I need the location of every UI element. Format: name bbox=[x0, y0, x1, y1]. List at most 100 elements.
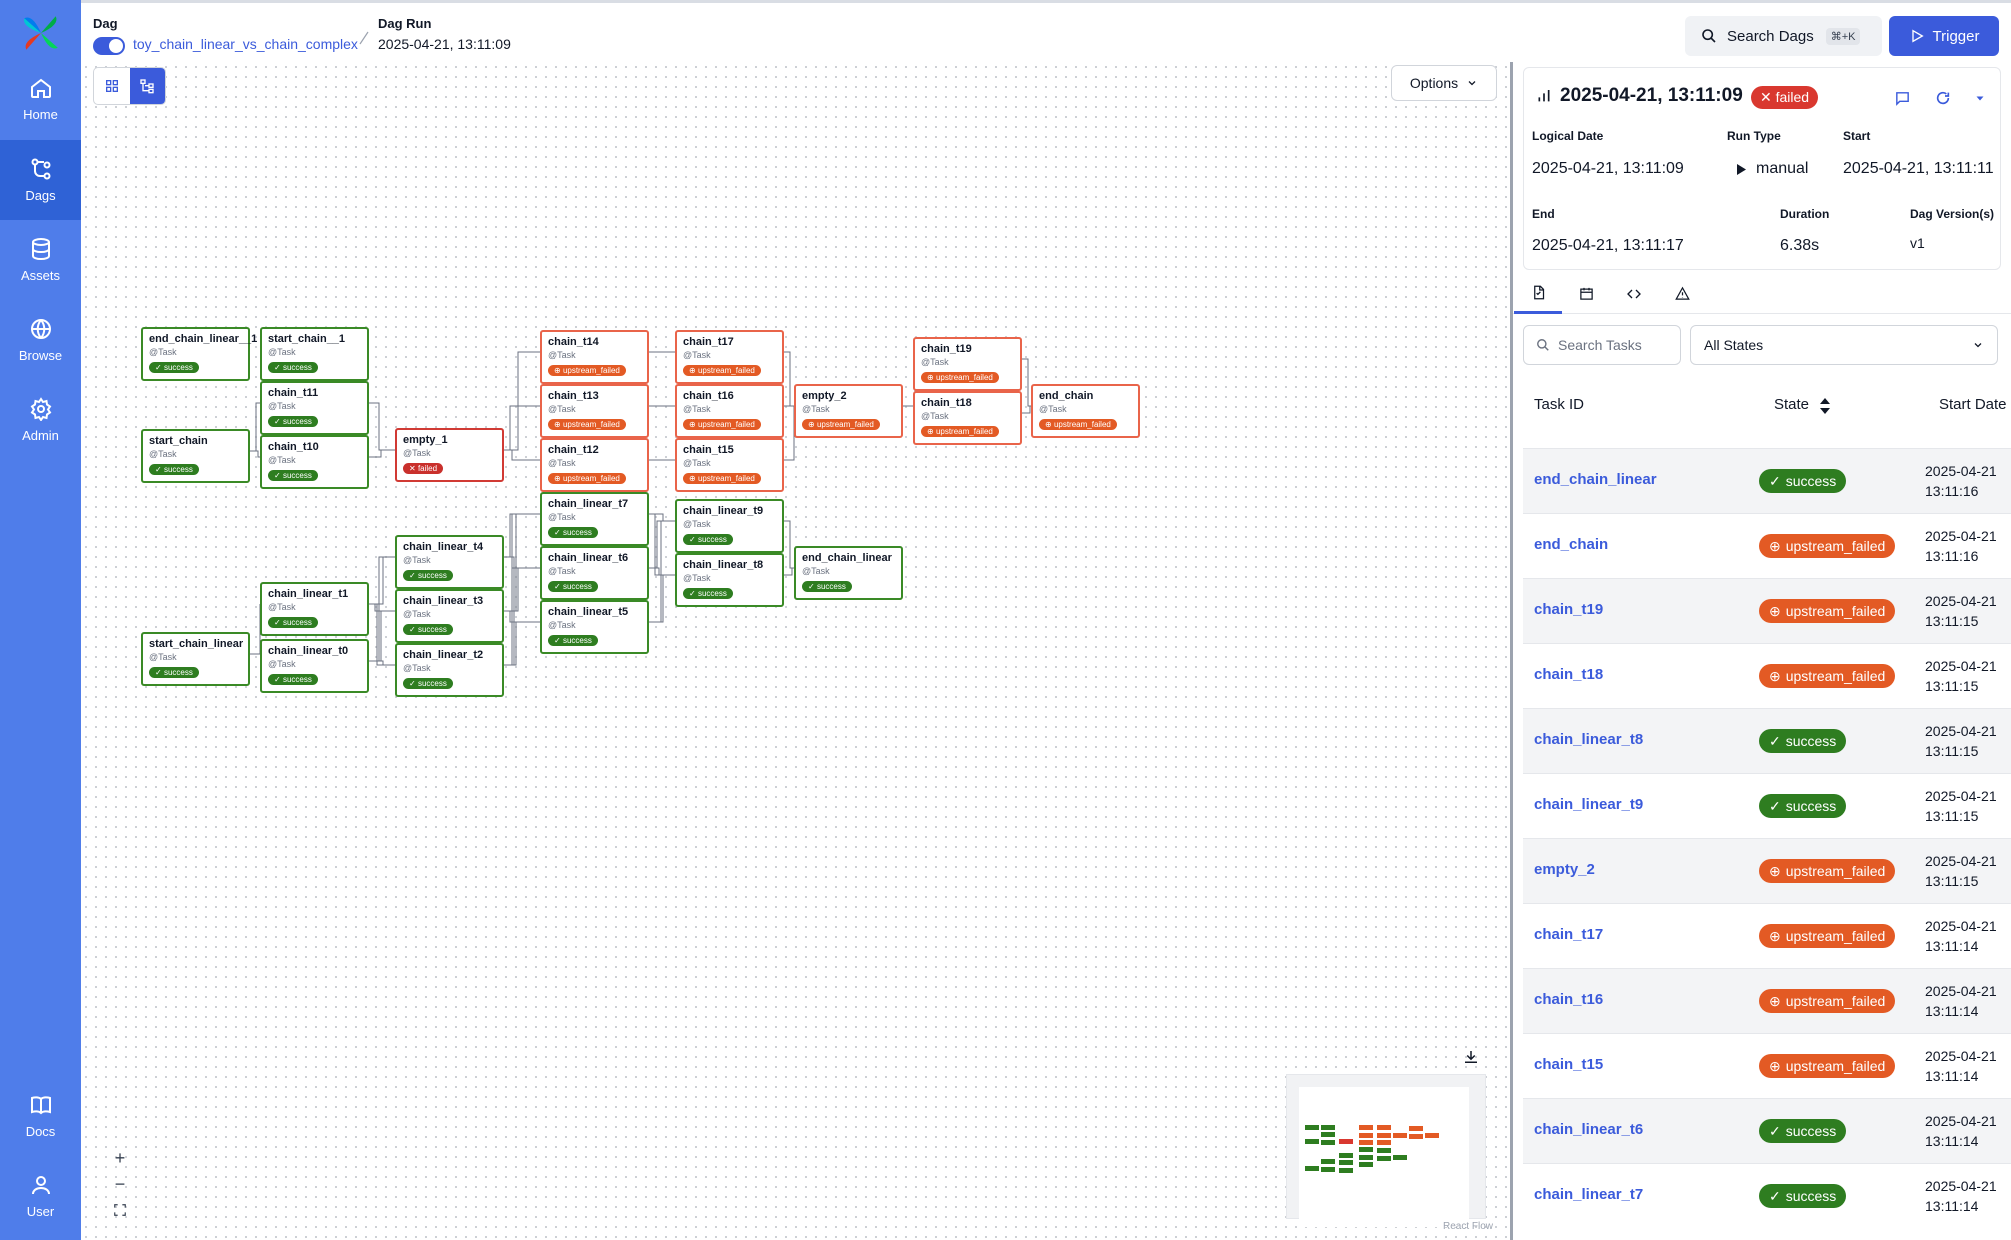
graph-node-start-chain[interactable]: start_chain@Task✓ success bbox=[141, 429, 250, 483]
sidebar-item-browse[interactable]: Browse bbox=[0, 300, 81, 380]
graph-node-chain-linear-t6[interactable]: chain_linear_t6@Task✓ success bbox=[540, 546, 649, 600]
graph-node-name: empty_2 bbox=[802, 390, 847, 402]
calendar-icon bbox=[1579, 287, 1593, 300]
task-id-link[interactable]: chain_linear_t8 bbox=[1534, 731, 1644, 748]
column-header-state[interactable]: State bbox=[1774, 396, 1810, 413]
sidebar-item-home[interactable]: Home bbox=[0, 59, 81, 139]
graph-node-chain-linear-t5[interactable]: chain_linear_t5@Task✓ success bbox=[540, 600, 649, 654]
graph-node-end-chain[interactable]: end_chain@Task⊕ upstream_failed bbox=[1031, 384, 1140, 438]
download-icon[interactable] bbox=[1462, 1048, 1480, 1066]
graph-node-chain-linear-t4[interactable]: chain_linear_t4@Task✓ success bbox=[395, 535, 504, 589]
grid-view-button[interactable] bbox=[94, 68, 130, 104]
graph-view-button[interactable] bbox=[129, 68, 165, 104]
task-id-link[interactable]: chain_linear_t6 bbox=[1534, 1121, 1644, 1138]
graph-node-state-label: success bbox=[163, 363, 193, 372]
search-dags-button[interactable]: Search Dags ⌘+K bbox=[1685, 16, 1882, 56]
graph-edge bbox=[369, 603, 395, 666]
zoom-out-button[interactable]: − bbox=[108, 1172, 132, 1196]
sort-icon[interactable] bbox=[1819, 398, 1831, 414]
graph-node-chain-t10[interactable]: chain_t10@Task✓ success bbox=[260, 435, 369, 489]
react-flow-attribution[interactable]: React Flow bbox=[1443, 1221, 1494, 1232]
upstream-failed-icon: ⊕ bbox=[1769, 602, 1781, 619]
fit-view-button[interactable] bbox=[108, 1198, 132, 1222]
task-id-link[interactable]: end_chain bbox=[1534, 536, 1609, 553]
graph-node-chain-linear-t8[interactable]: chain_linear_t8@Task✓ success bbox=[675, 553, 784, 607]
graph-node-name: chain_t17 bbox=[683, 336, 734, 348]
graph-node-type: @Task bbox=[403, 609, 431, 619]
graph-node-chain-t14[interactable]: chain_t14@Task⊕ upstream_failed bbox=[540, 330, 649, 384]
state-filter-select[interactable]: All States bbox=[1690, 325, 1998, 365]
task-start-date-time: 13:11:14 bbox=[1925, 1003, 1979, 1019]
plus-icon: + bbox=[114, 1147, 126, 1168]
graph-node-chain-t12[interactable]: chain_t12@Task⊕ upstream_failed bbox=[540, 438, 649, 492]
graph-node-state-label: success bbox=[562, 582, 592, 591]
graph-node-chain-linear-t0[interactable]: chain_linear_t0@Task✓ success bbox=[260, 639, 369, 693]
graph-node-name: chain_linear_t6 bbox=[548, 552, 629, 564]
graph-node-state-badge: ✓ success bbox=[149, 362, 199, 373]
comment-icon[interactable] bbox=[1894, 90, 1911, 107]
task-id-link[interactable]: chain_t19 bbox=[1534, 601, 1604, 618]
graph-node-state-label: success bbox=[417, 625, 447, 634]
task-id-link[interactable]: chain_linear_t9 bbox=[1534, 796, 1644, 813]
task-id-link[interactable]: empty_2 bbox=[1534, 861, 1595, 878]
trigger-button[interactable]: Trigger bbox=[1889, 16, 1999, 56]
graph-node-empty-1[interactable]: empty_1@Task✕ failed bbox=[395, 428, 504, 482]
task-id-link[interactable]: chain_linear_t7 bbox=[1534, 1186, 1644, 1203]
task-id-link[interactable]: chain_t17 bbox=[1534, 926, 1604, 943]
chevron-down-icon[interactable] bbox=[1974, 92, 1986, 104]
task-id-link[interactable]: chain_t15 bbox=[1534, 1056, 1604, 1073]
graph-node-chain-t17[interactable]: chain_t17@Task⊕ upstream_failed bbox=[675, 330, 784, 384]
graph-node-chain-t11[interactable]: chain_t11@Task✓ success bbox=[260, 381, 369, 435]
sidebar-item-dags[interactable]: Dags bbox=[0, 140, 81, 220]
sidebar-item-admin[interactable]: Admin bbox=[0, 380, 81, 460]
check-icon: ✓ bbox=[1769, 1122, 1781, 1139]
minimap-node bbox=[1305, 1166, 1319, 1172]
graph-node-state-badge: ⊕ upstream_failed bbox=[683, 419, 761, 430]
graph-canvas[interactable]: Options end_chain_linear__1@Task✓ succes… bbox=[81, 62, 1510, 1240]
graph-node-name: end_chain bbox=[1039, 390, 1094, 402]
graph-node-end-chain-linear--1[interactable]: end_chain_linear__1@Task✓ success bbox=[141, 327, 257, 381]
graph-node-chain-linear-t9[interactable]: chain_linear_t9@Task✓ success bbox=[675, 499, 784, 553]
dag-pause-toggle[interactable] bbox=[93, 37, 125, 55]
sidebar-item-docs[interactable]: Docs bbox=[0, 1076, 81, 1156]
airflow-logo-icon[interactable] bbox=[20, 12, 62, 54]
graph-node-empty-2[interactable]: empty_2@Task⊕ upstream_failed bbox=[794, 384, 903, 438]
graph-node-chain-t13[interactable]: chain_t13@Task⊕ upstream_failed bbox=[540, 384, 649, 438]
minimap-node bbox=[1321, 1125, 1336, 1130]
graph-node-chain-t15[interactable]: chain_t15@Task⊕ upstream_failed bbox=[675, 438, 784, 492]
task-id-link[interactable]: end_chain_linear bbox=[1534, 471, 1657, 488]
options-button[interactable]: Options bbox=[1391, 65, 1497, 101]
refresh-icon[interactable] bbox=[1935, 90, 1951, 106]
graph-edge bbox=[504, 351, 540, 451]
minimap[interactable] bbox=[1286, 1074, 1486, 1227]
column-header-start-date[interactable]: Start Date bbox=[1939, 396, 2007, 413]
graph-node-chain-linear-t3[interactable]: chain_linear_t3@Task✓ success bbox=[395, 589, 504, 643]
task-id-link[interactable]: chain_t16 bbox=[1534, 991, 1604, 1008]
graph-node-chain-t19[interactable]: chain_t19@Task⊕ upstream_failed bbox=[913, 337, 1022, 391]
user-icon bbox=[31, 1176, 50, 1195]
tab-task-instances[interactable] bbox=[1514, 273, 1562, 314]
graph-node-chain-linear-t7[interactable]: chain_linear_t7@Task✓ success bbox=[540, 492, 649, 546]
zoom-in-button[interactable]: + bbox=[108, 1146, 132, 1170]
task-id-link[interactable]: chain_t18 bbox=[1534, 666, 1604, 683]
sidebar-item-user[interactable]: User bbox=[0, 1156, 81, 1236]
graph-node-end-chain-linear[interactable]: end_chain_linear@Task✓ success bbox=[794, 546, 903, 600]
task-start-date-time: 13:11:16 bbox=[1925, 548, 1979, 564]
graph-node-chain-linear-t1[interactable]: chain_linear_t1@Task✓ success bbox=[260, 582, 369, 636]
column-header-task-id[interactable]: Task ID bbox=[1534, 396, 1585, 413]
graph-node-chain-t16[interactable]: chain_t16@Task⊕ upstream_failed bbox=[675, 384, 784, 438]
dag-name-link[interactable]: toy_chain_linear_vs_chain_complex bbox=[133, 36, 358, 52]
tab-events[interactable] bbox=[1562, 273, 1610, 314]
sidebar-item-assets[interactable]: Assets bbox=[0, 220, 81, 300]
graph-node-start-chain--1[interactable]: start_chain__1@Task✓ success bbox=[260, 327, 369, 381]
graph-node-chain-t18[interactable]: chain_t18@Task⊕ upstream_failed bbox=[913, 391, 1022, 445]
graph-node-chain-linear-t2[interactable]: chain_linear_t2@Task✓ success bbox=[395, 643, 504, 697]
tab-warnings[interactable] bbox=[1658, 273, 1706, 314]
task-search-input[interactable]: Search Tasks bbox=[1523, 325, 1681, 365]
graph-node-start-chain-linear[interactable]: start_chain_linear@Task✓ success bbox=[141, 632, 250, 686]
tab-code[interactable] bbox=[1610, 273, 1658, 314]
dag-version-value[interactable]: v1 bbox=[1910, 235, 1925, 251]
